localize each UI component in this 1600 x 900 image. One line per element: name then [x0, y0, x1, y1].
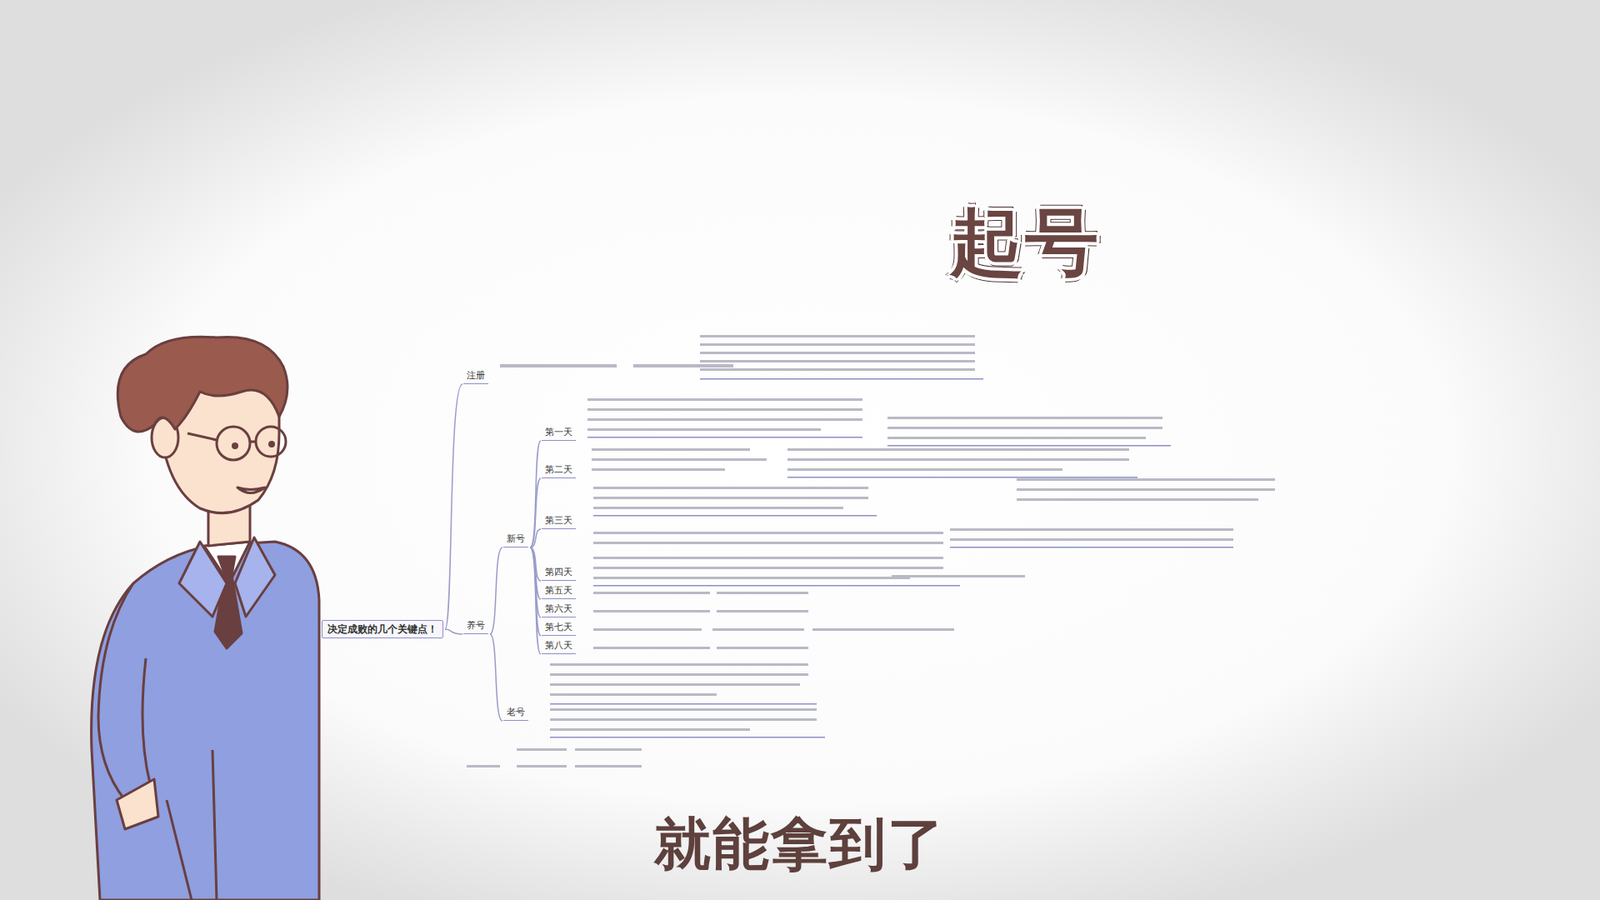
root-node: 决定成败的几个关键点！	[321, 620, 444, 639]
branch-connector	[490, 547, 503, 635]
branch-node: 第五天	[541, 584, 576, 600]
branch-node: 第四天	[541, 565, 576, 581]
branch-node: 第一天	[541, 425, 576, 441]
branch-connector	[530, 547, 541, 655]
branch-connector	[530, 478, 541, 548]
presenter-figure	[91, 336, 320, 900]
branch-node: 新号	[503, 532, 529, 548]
node-label: 第二天	[545, 464, 573, 475]
node-label: 第七天	[545, 621, 573, 633]
node-label: 第五天	[545, 585, 573, 596]
branch-connector	[445, 629, 463, 635]
detail-text-lines	[466, 335, 1275, 768]
branch-node: 第八天	[541, 639, 576, 655]
branch-node: 注册	[463, 369, 489, 385]
node-label: 第六天	[545, 603, 573, 615]
branch-node: 第七天	[541, 620, 576, 636]
branch-connector	[490, 634, 503, 721]
branch-node: 老号	[503, 705, 529, 721]
node-label: 老号	[506, 706, 525, 718]
node-label: 养号	[466, 620, 485, 631]
node-label: 新号	[506, 533, 525, 545]
branch-node: 第三天	[541, 514, 576, 530]
branch-node: 第二天	[541, 463, 576, 479]
node-label: 第八天	[545, 640, 573, 651]
branch-connector	[445, 384, 463, 630]
branch-node: 第六天	[541, 602, 576, 618]
branch-node: 养号	[463, 619, 489, 635]
node-label: 第三天	[545, 515, 573, 526]
title: 起号	[950, 193, 1100, 293]
node-label: 决定成败的几个关键点！	[327, 623, 438, 635]
branch-connector	[530, 440, 541, 548]
caption: 就能拿到了	[0, 806, 1600, 883]
node-label: 注册	[466, 370, 485, 381]
node-label: 第一天	[545, 426, 573, 438]
branch-connector	[530, 529, 541, 548]
node-label: 第四天	[545, 566, 573, 578]
